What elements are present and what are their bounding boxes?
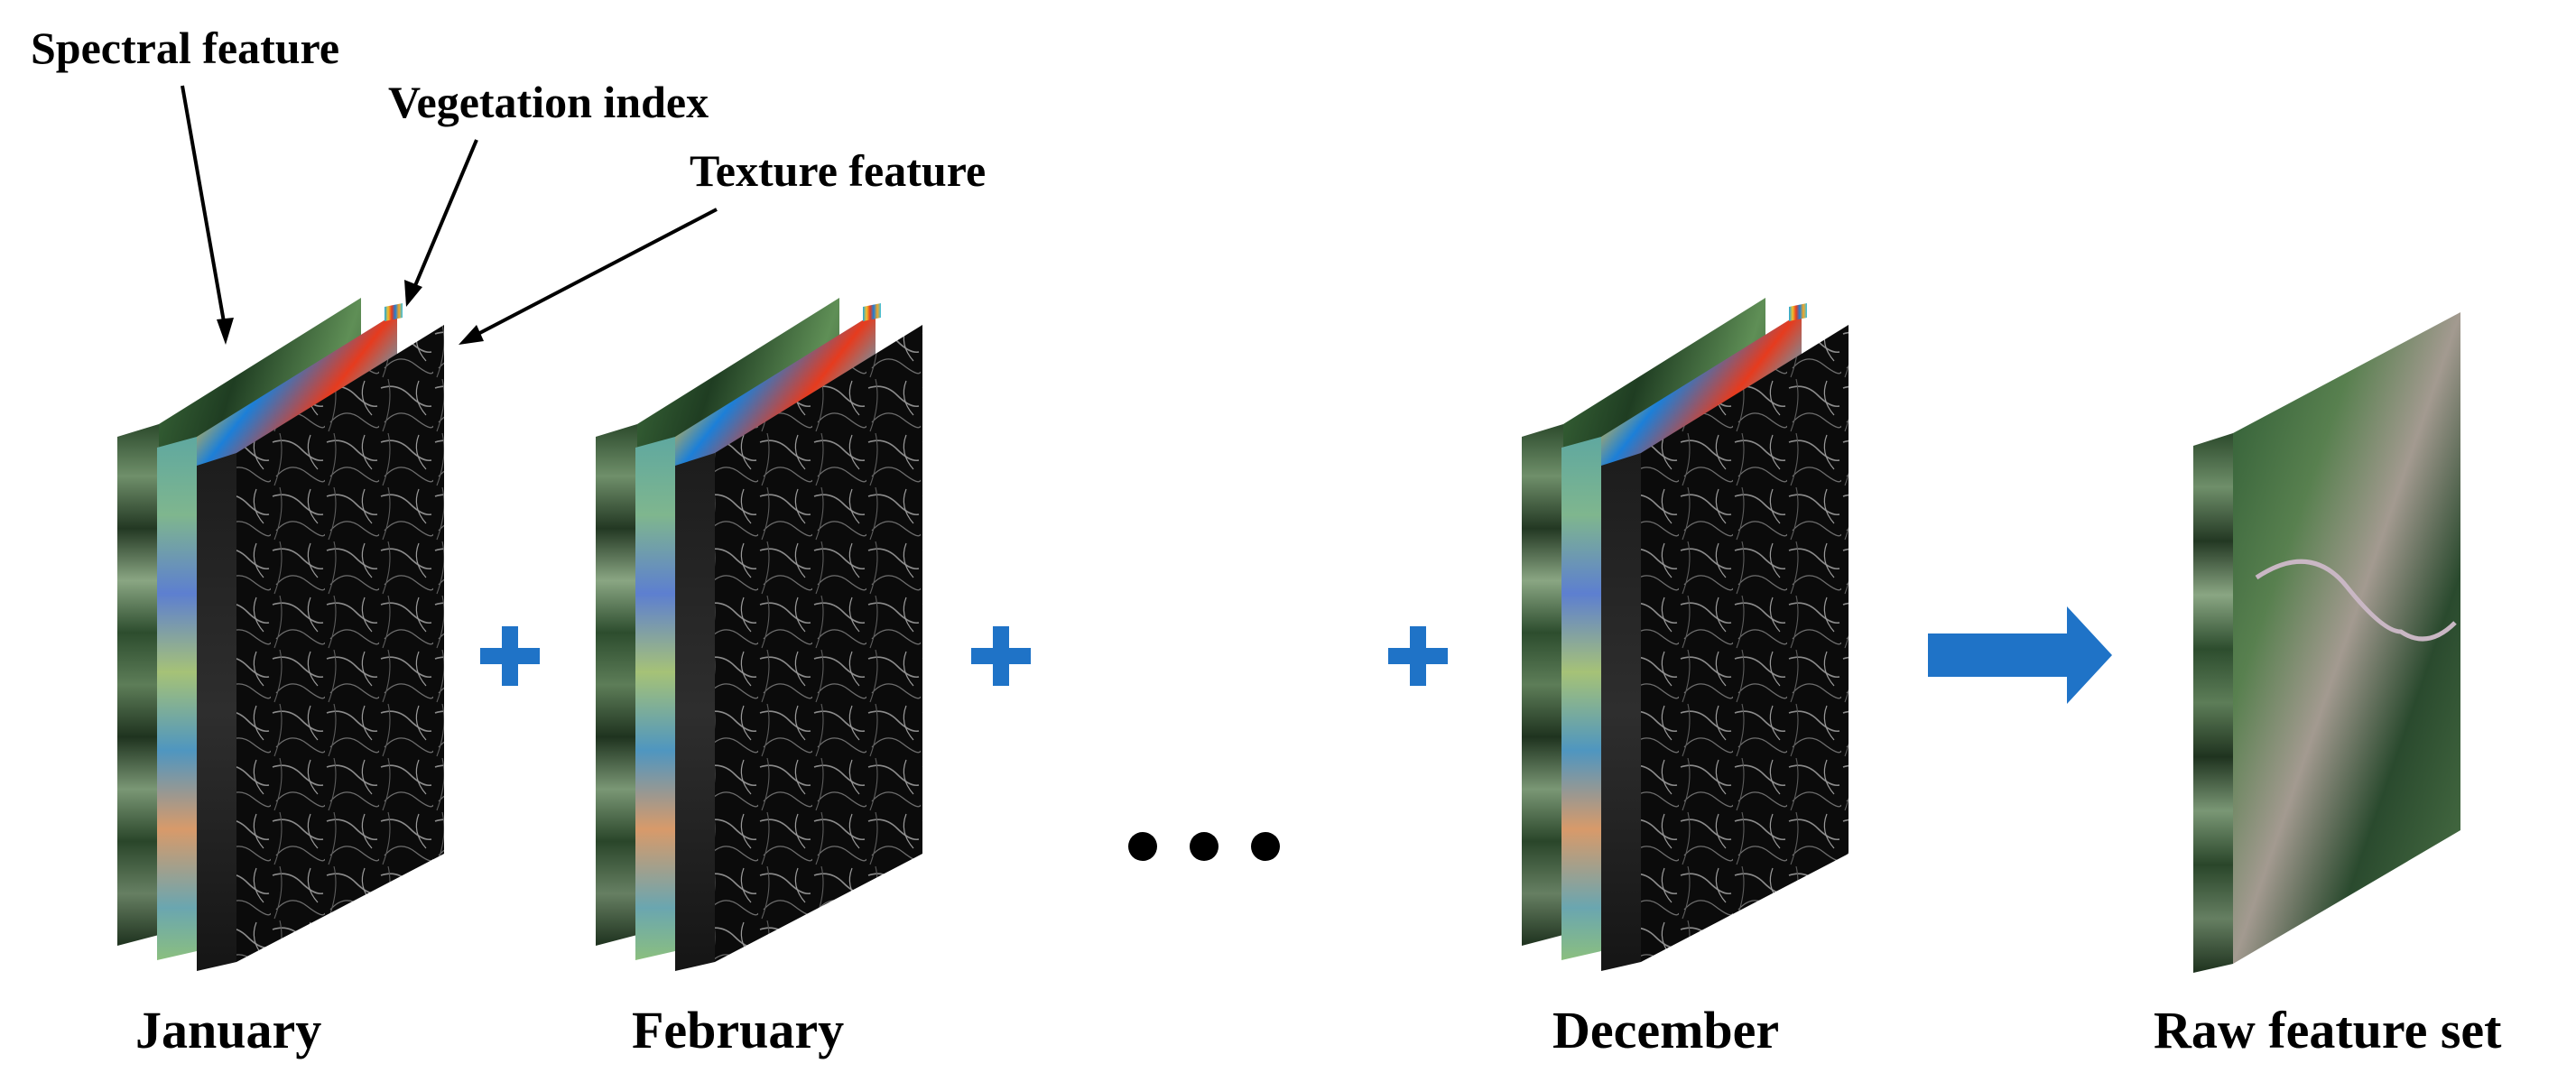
january-stack-texture-face	[236, 325, 444, 962]
february-stack-texture-face	[715, 325, 922, 962]
february-stack-vegetation-top	[863, 303, 881, 321]
plus-icon	[971, 626, 1031, 686]
january-stack-vegetation-top	[385, 303, 403, 321]
plus-icon	[1388, 626, 1448, 686]
month-label-january: January	[135, 1001, 322, 1059]
raw-feature-set-face	[2233, 312, 2460, 964]
december-stack-texture-side	[1601, 453, 1641, 971]
vegetation-callout-arrowhead	[404, 280, 422, 307]
ellipsis-dot	[1251, 832, 1280, 861]
vegetation-index-label: Vegetation index	[388, 77, 709, 127]
january-stack-spectral-side	[117, 424, 159, 946]
december-stack-texture-face	[1641, 325, 1849, 962]
february-stack-texture-side	[675, 453, 715, 971]
raw-feature-set-side	[2193, 433, 2233, 973]
february-stack-spectral-side	[596, 424, 637, 946]
texture-feature-label: Texture feature	[690, 145, 987, 196]
texture-callout-arrow	[470, 208, 718, 339]
merge-arrow	[1928, 606, 2112, 704]
ellipsis-dot	[1128, 832, 1157, 861]
raw-feature-set-road-streak	[2255, 559, 2457, 642]
february-stack-vegetation-side	[635, 437, 675, 960]
ellipsis-dot	[1190, 832, 1219, 861]
january-stack-vegetation-side	[157, 437, 197, 960]
spectral-feature-label: Spectral feature	[31, 23, 340, 73]
texture-callout-arrowhead	[459, 325, 484, 345]
spectral-callout-arrowhead	[217, 318, 234, 345]
raw-feature-set-label: Raw feature set	[2154, 1001, 2502, 1059]
plus-icon	[480, 626, 540, 686]
december-stack-vegetation-top	[1789, 303, 1807, 321]
december-stack-vegetation-side	[1561, 437, 1601, 960]
january-stack-texture-side	[197, 453, 236, 971]
spectral-callout-arrow	[181, 85, 227, 333]
december-stack-spectral-side	[1522, 424, 1563, 946]
vegetation-callout-arrow	[410, 139, 478, 295]
month-label-december: December	[1552, 1001, 1780, 1059]
month-label-february: February	[632, 1001, 845, 1059]
